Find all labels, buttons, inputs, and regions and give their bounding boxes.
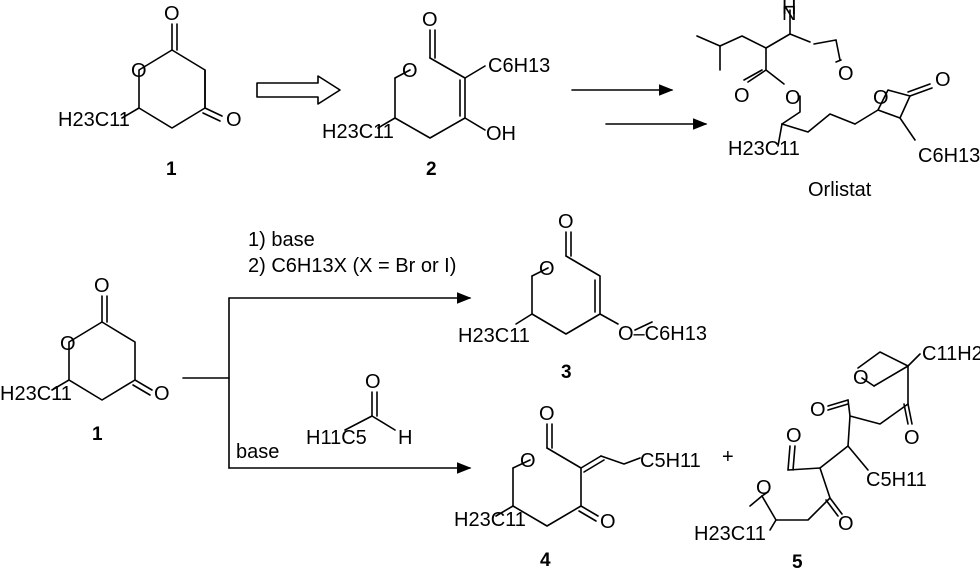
pentyl-label: C5H11	[866, 469, 927, 491]
route-b-base: base	[236, 441, 279, 463]
compound-1-top: O O O H23C11 1	[58, 3, 242, 180]
carbonyl-o: O	[539, 403, 555, 425]
ring-o: O	[520, 450, 536, 472]
branch-arrows	[182, 292, 472, 474]
compound-number: 5	[792, 552, 803, 573]
pentyl-label: C5H11	[640, 450, 701, 472]
substituent-label: H23C11	[458, 325, 530, 347]
orlistat-structure: N H O O O O O H23C11 C6H13 Orlistat	[696, 0, 980, 201]
top-ketone-o: O	[904, 427, 920, 449]
carbonyl-o: O	[94, 275, 110, 297]
ketone-o: O	[154, 383, 170, 405]
substituent-label: H23C11	[322, 121, 394, 143]
nh-n: N	[782, 3, 796, 25]
carbonyl-o: O	[164, 3, 180, 25]
compound-number: 1	[92, 424, 103, 445]
bottom-ketone-o: O	[838, 513, 854, 535]
formyl-o: O	[838, 63, 854, 85]
top-carbonyl-o: O	[810, 399, 826, 421]
substituent-label: H23C11	[454, 509, 526, 531]
carbonyl-o: O	[558, 211, 574, 233]
ester-o: O	[785, 87, 801, 109]
route-a-step1: 1) base	[248, 229, 315, 251]
compound-4: O O O C5H11 H23C11 4	[454, 403, 701, 571]
top-undecyl-label: C11H23	[922, 343, 980, 365]
compound-5: O O O C11H23 C5H11 O O O H23C11 5	[694, 343, 980, 573]
bottom-carbonyl-o: O	[786, 425, 802, 447]
hydroxyl-label: OH	[486, 123, 516, 145]
hexyl-label: C6H13	[918, 145, 980, 167]
undecyl-label: H23C11	[728, 138, 800, 160]
ring-o: O	[60, 333, 76, 355]
compound-number: 3	[561, 362, 572, 383]
ring-o: O	[539, 258, 555, 280]
ketone-o: O	[600, 511, 616, 533]
substituent-label: H23C11	[0, 383, 72, 405]
lactone-o: O	[873, 87, 889, 109]
substituent-label: H23C11	[58, 109, 130, 131]
bottom-undecyl-label: H23C11	[694, 523, 766, 545]
hexanal-structure: O H H11C5	[306, 371, 412, 449]
compound-number: 1	[166, 159, 177, 180]
route-a-step2: 2) C6H13X (X = Br or I)	[248, 255, 456, 277]
bottom-ring-o: O	[756, 477, 772, 499]
compound-2: O O C6H13 OH H23C11 2	[322, 9, 550, 180]
top-ring-o: O	[853, 367, 869, 389]
compound-number: 2	[426, 159, 437, 180]
hexyl-label: C6H13	[488, 55, 550, 77]
ring-o: O	[131, 60, 147, 82]
ketone-o: O	[226, 109, 242, 131]
compound-3: O O O–C6H13 H23C11 3	[458, 211, 707, 383]
ether-label: O–C6H13	[618, 323, 707, 345]
carbonyl-o: O	[422, 9, 438, 31]
retro-arrow	[256, 75, 341, 105]
pentyl-label: H11C5	[306, 427, 367, 449]
nh-h: H	[782, 0, 796, 19]
aldehyde-o: O	[365, 371, 381, 393]
orlistat-name: Orlistat	[808, 179, 872, 201]
lactone-carbonyl-o: O	[935, 69, 951, 91]
compound-1-bottom: O O O H23C11 1	[0, 275, 170, 445]
compound-number: 4	[540, 550, 551, 571]
ester-carbonyl-o: O	[734, 85, 750, 107]
aldehyde-h: H	[398, 427, 412, 449]
ring-o: O	[402, 60, 418, 82]
plus-sign: +	[722, 446, 734, 468]
